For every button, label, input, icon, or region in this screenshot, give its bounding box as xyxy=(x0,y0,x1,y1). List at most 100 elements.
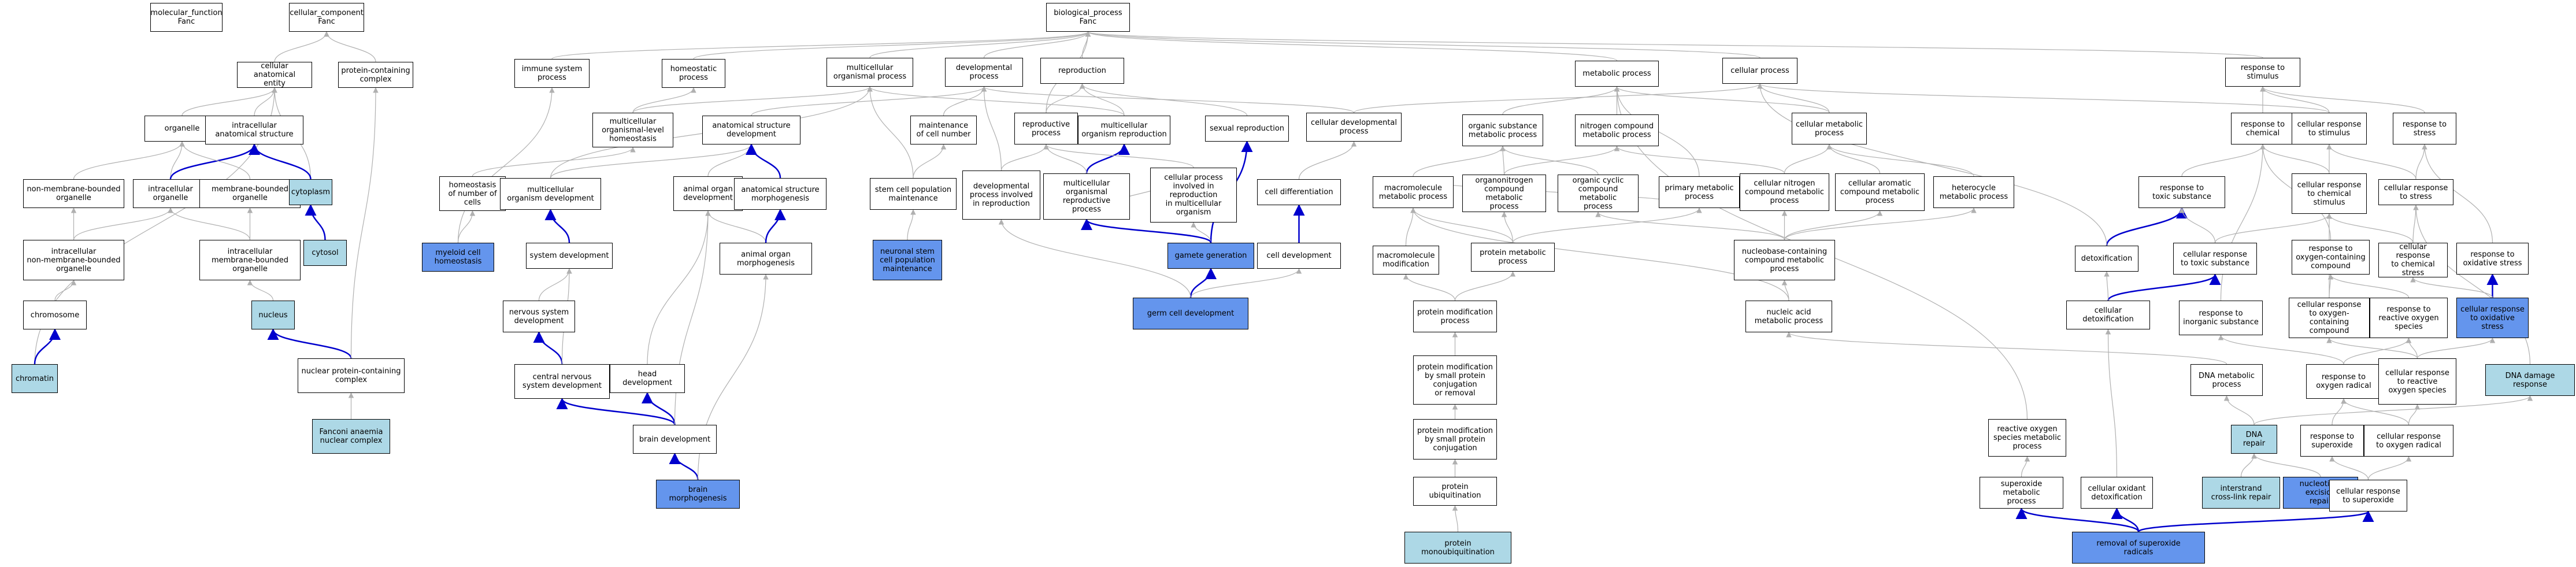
term-node-rtis[interactable]: response to inorganic substance xyxy=(2179,301,2263,335)
term-node-rtrox[interactable]: response to reactive oxygen species xyxy=(2370,298,2448,338)
term-node-mop[interactable]: multicellular organismal process xyxy=(826,58,913,87)
term-node-cod[interactable]: cellular oxidant detoxification xyxy=(2081,477,2153,509)
term-node-rtst[interactable]: response to stress xyxy=(2393,113,2456,144)
term-node-mod[interactable]: multicellular organism development xyxy=(500,178,601,210)
term-node-pmsp[interactable]: protein modification by small protein co… xyxy=(1413,355,1497,405)
term-node-mlh[interactable]: multicellular organismal-level homeostas… xyxy=(592,113,673,147)
term-node-rep[interactable]: reproduction xyxy=(1040,58,1124,84)
term-node-mm[interactable]: macromolecule modification xyxy=(1373,246,1439,275)
term-node-cytosol[interactable]: cytosol xyxy=(303,240,347,266)
term-node-dnarep[interactable]: DNA repair xyxy=(2231,425,2277,454)
term-node-crocc[interactable]: cellular response to oxygen-containing c… xyxy=(2289,298,2370,338)
term-node-ros[interactable]: response to oxidative stress xyxy=(2456,243,2529,275)
term-node-hmp[interactable]: heterocycle metabolic process xyxy=(1933,176,2014,208)
term-node-rtor[interactable]: response to oxygen radical xyxy=(2306,364,2381,399)
term-node-crcst[interactable]: cellular response to chemical stress xyxy=(2378,243,2448,277)
term-node-cdev[interactable]: cell development xyxy=(1257,243,1341,269)
term-node-mcn[interactable]: maintenance of cell number xyxy=(910,116,977,144)
term-node-oncmp[interactable]: organonitrogen compound metabolic proces… xyxy=(1462,175,1546,212)
term-node-dnadr[interactable]: DNA damage response xyxy=(2485,364,2575,396)
term-node-rts[interactable]: response to stimulus xyxy=(2225,58,2300,87)
term-node-chromatin[interactable]: chromatin xyxy=(12,364,58,393)
term-node-ncmp[interactable]: nitrogen compound metabolic process xyxy=(1575,114,1659,146)
term-node-detox[interactable]: detoxification xyxy=(2075,246,2138,272)
term-node-nammp[interactable]: nucleic acid metabolic process xyxy=(1745,301,1832,332)
term-node-mor[interactable]: multicellular organism reproduction xyxy=(1078,116,1170,144)
term-node-cc[interactable]: cellular_component Fanc xyxy=(289,3,364,32)
term-node-nccmp[interactable]: nucleobase-containing compound metabolic… xyxy=(1734,240,1835,280)
term-node-ias[interactable]: intracellular anatomical structure xyxy=(205,116,303,144)
term-node-nscpm[interactable]: neuronal stem cell population maintenanc… xyxy=(873,240,942,280)
term-node-crox[interactable]: cellular response to oxidative stress xyxy=(2456,298,2529,338)
term-node-sr[interactable]: sexual reproduction xyxy=(1205,116,1289,142)
term-node-pmspc[interactable]: protein modification by small protein co… xyxy=(1413,419,1497,459)
term-node-gg[interactable]: gamete generation xyxy=(1167,243,1254,269)
term-node-pmp[interactable]: primary metabolic process xyxy=(1659,176,1740,208)
term-node-imbo[interactable]: intracellular membrane-bounded organelle xyxy=(199,240,301,280)
term-node-hp[interactable]: homeostatic process xyxy=(662,59,725,88)
term-node-bm[interactable]: brain morphogenesis xyxy=(656,480,740,509)
term-node-cmp[interactable]: cellular metabolic process xyxy=(1792,113,1867,144)
term-node-rocc[interactable]: response to oxygen-containing compound xyxy=(2292,240,2370,275)
term-node-pmu[interactable]: protein monoubiquitination xyxy=(1404,532,1511,564)
term-node-rtc[interactable]: response to chemical xyxy=(2231,113,2295,144)
term-node-chrom[interactable]: chromosome xyxy=(23,301,87,329)
term-node-nucleus[interactable]: nucleus xyxy=(251,301,295,329)
term-node-crcs[interactable]: cellular response to chemical stimulus xyxy=(2292,173,2367,214)
term-node-pu[interactable]: protein ubiquitination xyxy=(1413,477,1497,506)
term-node-inmbo[interactable]: intracellular non-membrane-bounded organ… xyxy=(23,240,124,280)
term-node-crst[interactable]: cellular response to stress xyxy=(2378,179,2453,205)
term-node-mmp[interactable]: macromolecule metabolic process xyxy=(1373,176,1454,208)
term-node-occmp[interactable]: organic cyclic compound metabolic proces… xyxy=(1558,175,1639,212)
term-node-smp[interactable]: superoxide metabolic process xyxy=(1980,477,2063,509)
term-node-npcc[interactable]: nuclear protein-containing complex xyxy=(298,358,405,393)
term-node-cdp[interactable]: cellular developmental process xyxy=(1306,113,1402,142)
term-node-cyto[interactable]: cytoplasm xyxy=(289,179,332,205)
term-node-pcc[interactable]: protein-containing complex xyxy=(338,62,413,88)
term-node-cpir[interactable]: cellular process involved in reproductio… xyxy=(1150,168,1237,223)
term-node-crts[interactable]: cellular response to toxic substance xyxy=(2173,243,2257,275)
term-node-nmbo[interactable]: non-membrane-bounded organelle xyxy=(23,179,124,208)
term-node-morp[interactable]: multicellular organismal reproductive pr… xyxy=(1043,173,1130,220)
term-node-asm[interactable]: anatomical structure morphogenesis xyxy=(734,178,826,210)
term-node-rp[interactable]: reproductive process xyxy=(1014,113,1078,144)
term-node-sd[interactable]: system development xyxy=(526,243,613,269)
term-node-hnc[interactable]: homeostasis of number of cells xyxy=(439,176,506,211)
term-node-io[interactable]: intracellular organelle xyxy=(133,179,208,208)
term-node-mp[interactable]: metabolic process xyxy=(1575,61,1659,87)
term-node-faa[interactable]: Fanconi anaemia nuclear complex xyxy=(312,419,390,454)
term-node-dp[interactable]: developmental process xyxy=(945,58,1023,87)
term-node-dnamp[interactable]: DNA metabolic process xyxy=(2190,364,2263,396)
term-node-iss[interactable]: immune system process xyxy=(514,59,590,88)
term-node-aod[interactable]: animal organ development xyxy=(673,176,743,211)
term-node-aom[interactable]: animal organ morphogenesis xyxy=(720,243,812,275)
term-node-rtts[interactable]: response to toxic substance xyxy=(2138,176,2225,208)
term-node-hd[interactable]: head development xyxy=(610,364,685,393)
term-node-scpm[interactable]: stem cell population maintenance xyxy=(870,178,957,210)
term-node-bd[interactable]: brain development xyxy=(633,425,717,454)
term-node-mbo[interactable]: membrane-bounded organelle xyxy=(199,179,301,208)
term-node-icr[interactable]: interstrand cross-link repair xyxy=(2202,477,2280,509)
term-node-osmp[interactable]: organic substance metabolic process xyxy=(1462,114,1543,146)
term-node-mf[interactable]: molecular_function Fanc xyxy=(150,3,223,32)
term-node-rtsup[interactable]: response to superoxide xyxy=(2300,425,2364,457)
term-node-cp[interactable]: cellular process xyxy=(1722,58,1797,84)
term-node-cae[interactable]: cellular anatomical entity xyxy=(237,62,312,88)
term-node-bp[interactable]: biological_process Fanc xyxy=(1046,3,1130,32)
term-node-cacmp[interactable]: cellular aromatic compound metabolic pro… xyxy=(1835,173,1925,211)
term-node-dpir[interactable]: developmental process involved in reprod… xyxy=(962,171,1040,220)
term-node-mch[interactable]: myeloid cell homeostasis xyxy=(422,243,494,272)
term-node-nsd[interactable]: nervous system development xyxy=(503,301,575,332)
term-node-crros[interactable]: cellular response to reactive oxygen spe… xyxy=(2378,358,2456,405)
term-node-asd[interactable]: anatomical structure development xyxy=(702,116,800,144)
term-node-cnsd[interactable]: central nervous system development xyxy=(514,364,610,399)
term-node-pmod[interactable]: protein modification process xyxy=(1413,301,1497,332)
term-node-crs[interactable]: cellular response to stimulus xyxy=(2292,113,2367,144)
term-node-cdiff[interactable]: cell differentiation xyxy=(1257,179,1341,205)
term-node-cdtx[interactable]: cellular detoxification xyxy=(2066,301,2150,329)
term-node-crsup[interactable]: cellular response to superoxide xyxy=(2329,480,2407,512)
term-node-crorad[interactable]: cellular response to oxygen radical xyxy=(2364,425,2453,457)
term-node-gcd[interactable]: germ cell development xyxy=(1133,298,1248,329)
term-node-cncmp[interactable]: cellular nitrogen compound metabolic pro… xyxy=(1740,173,1829,211)
term-node-rsr[interactable]: removal of superoxide radicals xyxy=(2072,532,2205,564)
